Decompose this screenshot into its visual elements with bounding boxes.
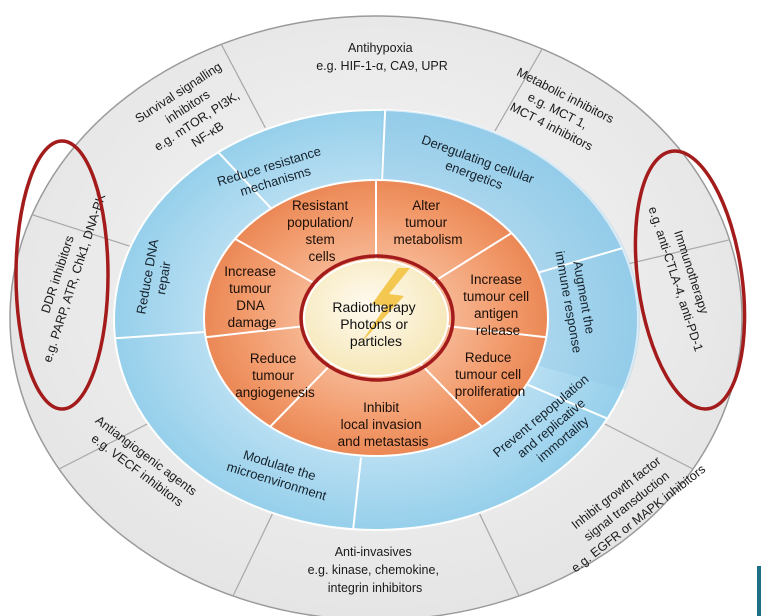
outer-line: e.g. kinase, chemokine, [308,563,439,577]
outer-divider-5 [232,511,275,597]
orange-divider-4 [269,363,333,428]
outer-ring-dividers [31,44,730,597]
orange-line: DNA [236,298,264,313]
orange-reduce-proliferation: Reduce tumour cell proliferation [455,350,526,399]
orange-line: antigen [474,306,518,321]
blue-ring-dividers [114,110,623,530]
orange-line: tumour cell [455,367,521,382]
orange-divider-6 [234,237,318,286]
highlight-ddr-inhibitors [14,139,110,411]
orange-reduce-angiogenesis: Reduce tumour angiogenesis [235,351,315,400]
outer-anti-invasives: Anti-invasives e.g. kinase, chemokine, i… [308,545,443,595]
blue-divider-1 [537,247,623,274]
orange-line: release [476,323,520,338]
orange-line: and metastasis [338,434,429,449]
orange-line: cells [308,249,335,264]
orange-line: Reduce [465,350,512,365]
blue-divider-5 [217,151,274,211]
outer-divider-0 [220,44,266,128]
orange-alter-metabolism: Alter tumour metabolism [393,198,462,247]
blue-divider-0 [381,110,387,183]
outer-divider-4 [477,511,520,597]
edge-marker [757,566,761,616]
orange-divider-3 [419,363,483,428]
orange-line: tumour [405,215,448,230]
center-hub [303,259,449,377]
outer-line: Anti-invasives [335,545,412,559]
center-line: particles [350,333,402,349]
orange-line: Resistant [292,198,349,213]
orange-line: metabolism [393,232,462,247]
outer-line: Antihypoxia [348,41,413,55]
orange-line: tumour [229,281,272,296]
orange-line: Increase [224,264,276,279]
outer-divider-2 [628,239,730,265]
outer-line: integrin inhibitors [328,581,423,595]
blue-divider-4 [114,331,205,340]
blue-divider-2 [527,383,608,420]
orange-ring-dividers [205,180,547,428]
highlight-radiotherapy-center [299,254,455,382]
center-label: Radiotherapy Photons or particles [332,299,419,349]
orange-inhibit-invasion: Inhibit local invasion and metastasis [338,400,429,449]
orange-line: local invasion [341,417,422,432]
outer-divider-7 [31,214,130,247]
orange-line: tumour cell [463,289,529,304]
outer-divider-1 [494,48,543,132]
orange-increase-antigen-release: Increase tumour cell antigen release [463,272,533,338]
orange-increase-dna-damage: Increase tumour DNA damage [224,264,280,330]
highlight-immunotherapy [633,149,747,411]
outer-divider-6 [58,422,150,470]
blue-line: repair [153,260,174,296]
orange-line: damage [228,315,277,330]
orange-line: tumour [252,368,295,383]
orange-divider-5 [205,325,305,339]
blue-divider-3 [352,457,363,530]
orange-divider-2 [447,325,547,339]
orange-line: Increase [470,272,522,287]
orange-line: Reduce [250,351,297,366]
orange-line: angiogenesis [235,385,315,400]
orange-line: population/ [287,215,353,230]
orange-resistant-population: Resistant population/ stem cells [287,198,357,264]
center-line: Radiotherapy [332,299,415,315]
outer-antihypoxia: Antihypoxia e.g. HIF-1-α, CA9, UPR [316,41,448,73]
orange-line: Inhibit [363,400,399,415]
orange-line: proliferation [455,384,526,399]
outer-divider-3 [602,422,694,470]
outer-line: e.g. HIF-1-α, CA9, UPR [316,59,448,73]
orange-line: stem [305,232,334,247]
orange-divider-1 [432,232,513,284]
center-line: Photons or [340,316,408,332]
orange-line: Alter [412,198,440,213]
